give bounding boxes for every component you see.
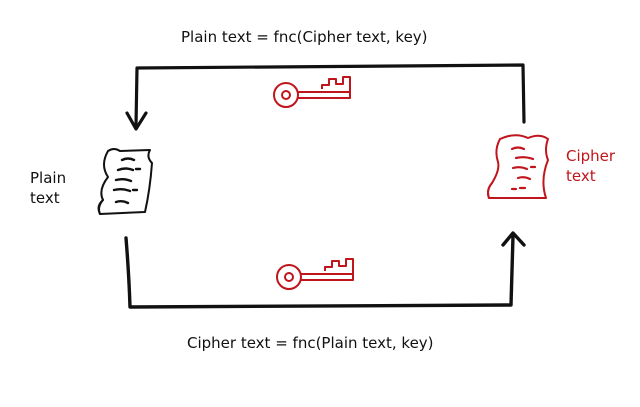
plaintext-document-icon [97,148,153,215]
plaintext-label: Plain text [30,169,67,207]
encrypt-arrow [124,231,526,309]
decryption-formula: Plain text = fnc(Cipher text, key) [181,28,428,46]
key-icon [276,258,354,290]
ciphertext-label: Cipher text [566,147,616,185]
encryption-formula: Cipher text = fnc(Plain text, key) [187,334,434,352]
key-icon [273,76,351,108]
decrypt-arrow [125,63,526,131]
ciphertext-document-icon [487,134,549,199]
